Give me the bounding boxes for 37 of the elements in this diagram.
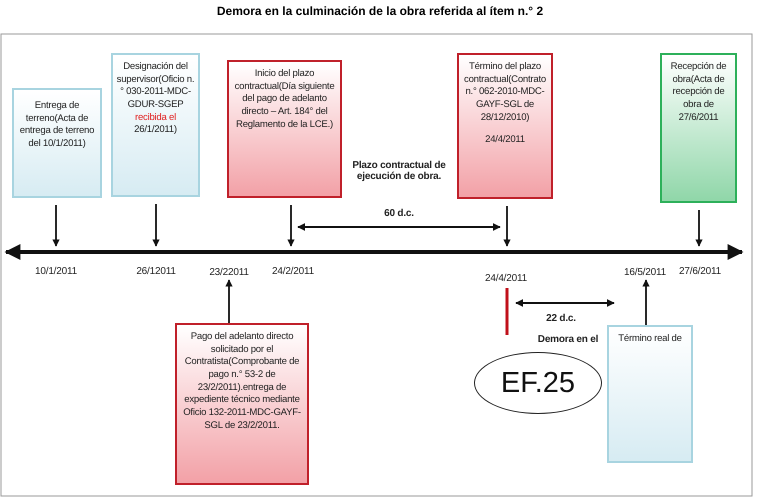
label-text: Demora en el [538,334,598,345]
label-text: 26/12011 [136,266,176,277]
label-text: 10/1/2011 [35,266,77,277]
arrow [225,279,233,323]
event-box [12,88,102,198]
arrow [52,205,60,247]
box-text: Recepción de obra(Acta de recepción de obra de 27/6/2011 [670,61,728,124]
label-text: 24/4/2011 [485,273,527,284]
arrow [503,206,511,247]
label-text: 27/6/2011 [679,266,721,277]
event-box [660,53,737,203]
arrow [642,279,650,325]
event-box [457,53,553,199]
box-text: 26/1/2011) [134,124,177,137]
diagram-title: Demora en la culminación de la obra referida al ítem n.° 2 [216,4,544,18]
event-box [175,323,309,485]
event-box [111,53,200,197]
label-text: 24/2/2011 [272,266,314,277]
event-box [607,325,693,463]
label-text: 60 d.c. [384,208,414,219]
date-label: 16/5/2011 [621,266,669,279]
box-text: 24/4/2011 [485,134,525,147]
box-text: Entrega de terreno(Acta de entrega de terreno del 10/1/2011) [18,100,96,151]
box-text: Término real de [618,333,682,346]
label-text: 22 d.c. [546,313,576,324]
event-box [227,60,342,198]
box-text: recibida el [135,112,176,124]
box-text: Término del plazo contractual(Contrato n.° 062-2010-MDC-GAYF-SGL de 28/12/2010) [463,61,547,124]
box-text: EF.25 [500,366,576,401]
arrow [152,204,160,247]
box-text: Inicio del plazo contractual(Día siguiente del pago de adelanto directo – Art. 184° del Reglamento de la LCE.) [234,68,336,132]
date-label: 23/22011 [204,266,254,279]
arrow [287,205,295,247]
note-text: Plazo contractual de ejecución de obra. [351,160,447,182]
box-text: Pago del adelanto directo solicitado por el Contratista(Comprobante de pago n.° 53-2 de 23/2/2011).entrega de expediente técnico mediante Oficio 132-2011-MDC-GAYF-SGL de 23/2/2011. [182,331,302,432]
box-text: Designación del supervisor(Oficio n.° 030-2011-MDC-GDUR-SGEP [116,61,195,112]
arrow [695,210,703,247]
